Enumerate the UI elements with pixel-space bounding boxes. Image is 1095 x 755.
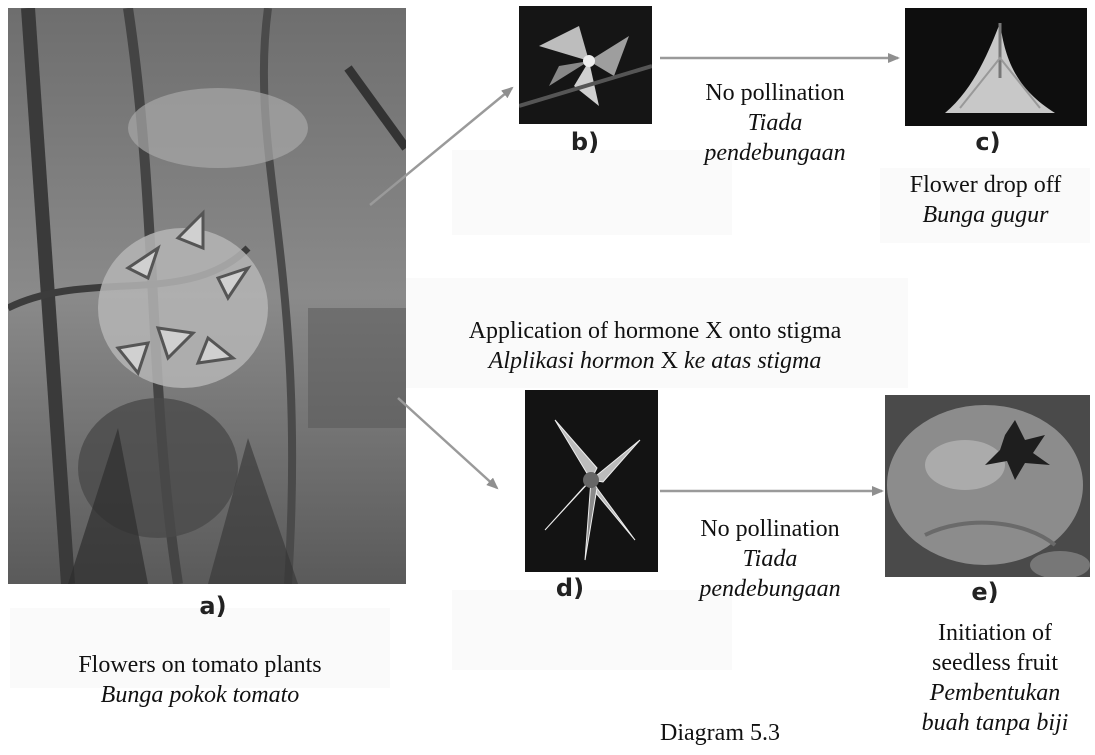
arrow-label-bottom: No pollination Tiada pendebungaan	[660, 514, 880, 604]
panel-label-c: c)	[958, 128, 1018, 156]
caption-c-english: Flower drop off	[878, 170, 1093, 200]
caption-c: Flower drop off Bunga gugur	[878, 170, 1093, 230]
hormone-label: Application of hormone X onto stigma Alp…	[405, 316, 905, 376]
hormone-label-malay-x: X	[655, 348, 684, 374]
hormone-label-malay: Alplikasi hormon X ke atas stigma	[405, 346, 905, 376]
arrow-a-to-d	[398, 398, 497, 488]
panel-label-a: a)	[183, 592, 243, 620]
caption-e-english-line2: seedless fruit	[900, 648, 1090, 678]
photo-d-flower-hormone	[525, 390, 658, 572]
arrow-label-top-english: No pollination	[665, 78, 885, 108]
hormone-label-malay-post: ke atas stigma	[684, 348, 821, 374]
caption-e: Initiation of seedless fruit Pembentukan…	[900, 618, 1090, 738]
arrow-label-top-malay-2: pendebungaan	[665, 138, 885, 168]
hormone-label-english: Application of hormone X onto stigma	[405, 316, 905, 346]
photo-c-dropped-flower	[905, 8, 1087, 126]
photo-b-flower	[519, 6, 652, 124]
photo-e-seedless-tomato	[885, 395, 1090, 577]
arrow-label-bottom-english: No pollination	[660, 514, 880, 544]
arrow-label-top-malay-1: Tiada	[665, 108, 885, 138]
panel-label-e: e)	[955, 578, 1015, 606]
caption-a-english: Flowers on tomato plants	[10, 650, 390, 680]
diagram-title: Diagram 5.3	[620, 718, 820, 748]
panel-label-d: d)	[540, 574, 600, 602]
arrow-label-bottom-malay-2: pendebungaan	[660, 574, 880, 604]
caption-a-malay: Bunga pokok tomato	[10, 680, 390, 710]
caption-e-english-line1: Initiation of	[900, 618, 1090, 648]
caption-e-malay-line1: Pembentukan	[900, 678, 1090, 708]
hormone-label-malay-pre: Alplikasi hormon	[489, 348, 655, 374]
arrow-label-top: No pollination Tiada pendebungaan	[665, 78, 885, 168]
arrow-label-bottom-malay-1: Tiada	[660, 544, 880, 574]
caption-e-malay-line2: buah tanpa biji	[900, 708, 1090, 738]
photo-a-tomato-plant	[8, 8, 406, 584]
caption-a: Flowers on tomato plants Bunga pokok tom…	[10, 650, 390, 710]
caption-c-malay: Bunga gugur	[878, 200, 1093, 230]
panel-label-b: b)	[555, 128, 615, 156]
